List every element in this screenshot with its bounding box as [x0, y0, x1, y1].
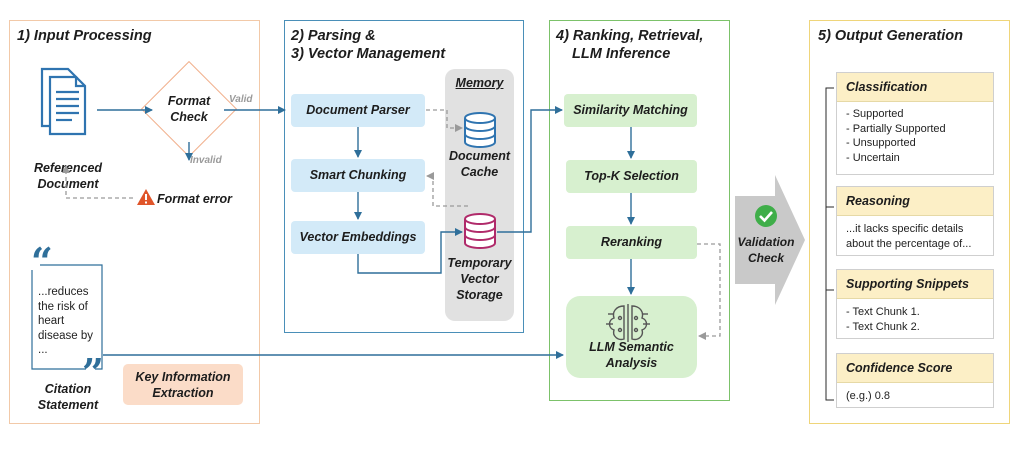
valid-label: Valid	[229, 94, 253, 105]
referenced-document-line-1: Referenced	[33, 161, 103, 175]
temp-storage-line-2: Vector	[460, 272, 499, 286]
snippet-item: - Text Chunk 2.	[846, 320, 920, 333]
temp-storage-line-3: Storage	[456, 288, 503, 302]
quote-line: ...reduces	[38, 286, 89, 298]
llm-line-2: Analysis	[605, 356, 658, 370]
confidence-title: Confidence Score	[837, 354, 993, 383]
top-k-selection-box: Top-K Selection	[566, 160, 697, 193]
memory-label: Memory	[455, 76, 504, 90]
quote-line: the risk of	[38, 300, 88, 313]
reasoning-line: ...it lacks specific details	[846, 223, 964, 235]
supporting-snippets-card: Supporting Snippets - Text Chunk 1. - Te…	[836, 269, 994, 339]
open-quote-icon: “	[31, 239, 53, 284]
close-quote-icon: ”	[82, 350, 104, 395]
temp-storage-line-1: Temporary	[447, 256, 512, 270]
invalid-label: Invalid	[190, 155, 222, 166]
classification-title: Classification	[837, 73, 993, 102]
citation-statement-line-1: Citation	[44, 382, 92, 396]
vector-embeddings-box: Vector Embeddings	[291, 221, 425, 254]
quote-line: disease by	[38, 329, 93, 342]
referenced-document-line-2: Document	[37, 177, 99, 191]
document-cache-line-2: Cache	[460, 165, 499, 179]
llm-line-1: LLM Semantic	[589, 340, 674, 354]
smart-chunking-box: Smart Chunking	[291, 159, 425, 192]
panel-title-input: 1) Input Processing	[17, 28, 152, 44]
confidence-value: (e.g.) 0.8	[846, 390, 891, 402]
reasoning-line: about the percentage of...	[846, 237, 972, 250]
panel-title-parsing-2: 3) Vector Management	[291, 46, 446, 62]
reasoning-items: ...it lacks specific details about the p…	[846, 222, 971, 251]
classification-item: - Partially Supported	[846, 122, 946, 135]
classification-item: - Supported	[846, 108, 904, 120]
quote-line: heart	[38, 315, 65, 327]
panel-output-generation	[809, 20, 1010, 424]
format-check-line-1: Format	[167, 94, 211, 108]
key-info-line-1: Key Information	[135, 370, 231, 384]
reasoning-card: Reasoning ...it lacks specific details a…	[836, 186, 994, 256]
classification-card: Classification - Supported - Partially S…	[836, 72, 994, 175]
validation-line-1: Validation	[737, 235, 795, 249]
confidence-items: (e.g.) 0.8	[846, 389, 890, 404]
document-cache-line-1: Document	[448, 149, 511, 163]
panel-title-parsing-1: 2) Parsing &	[291, 28, 376, 44]
confidence-score-card: Confidence Score (e.g.) 0.8	[836, 353, 994, 408]
document-parser-box: Document Parser	[291, 94, 425, 127]
key-info-line-2: Extraction	[152, 386, 214, 400]
validation-line-2: Check	[747, 251, 785, 265]
snippets-items: - Text Chunk 1. - Text Chunk 2.	[846, 305, 920, 334]
snippet-item: - Text Chunk 1.	[846, 306, 920, 318]
snippets-title: Supporting Snippets	[837, 270, 993, 299]
similarity-matching-box: Similarity Matching	[564, 94, 697, 127]
classification-item: - Unsupported	[846, 137, 916, 149]
panel-title-ranking-1: 4) Ranking, Retrieval,	[556, 28, 704, 44]
reranking-box: Reranking	[566, 226, 697, 259]
citation-statement-line-2: Statement	[37, 398, 99, 412]
quote-text: ...reduces the risk of heart disease by …	[38, 285, 100, 358]
key-info-extraction-box	[123, 364, 243, 405]
panel-input-processing	[9, 20, 260, 424]
reasoning-title: Reasoning	[837, 187, 993, 216]
panel-title-ranking-2: LLM Inference	[572, 46, 671, 62]
classification-item: - Uncertain	[846, 151, 900, 164]
format-error-label: Format error	[157, 192, 233, 206]
quote-line: ...	[38, 344, 48, 356]
classification-items: - Supported - Partially Supported - Unsu…	[846, 107, 946, 165]
panel-title-output: 5) Output Generation	[818, 28, 963, 44]
format-check-line-2: Check	[170, 110, 208, 124]
